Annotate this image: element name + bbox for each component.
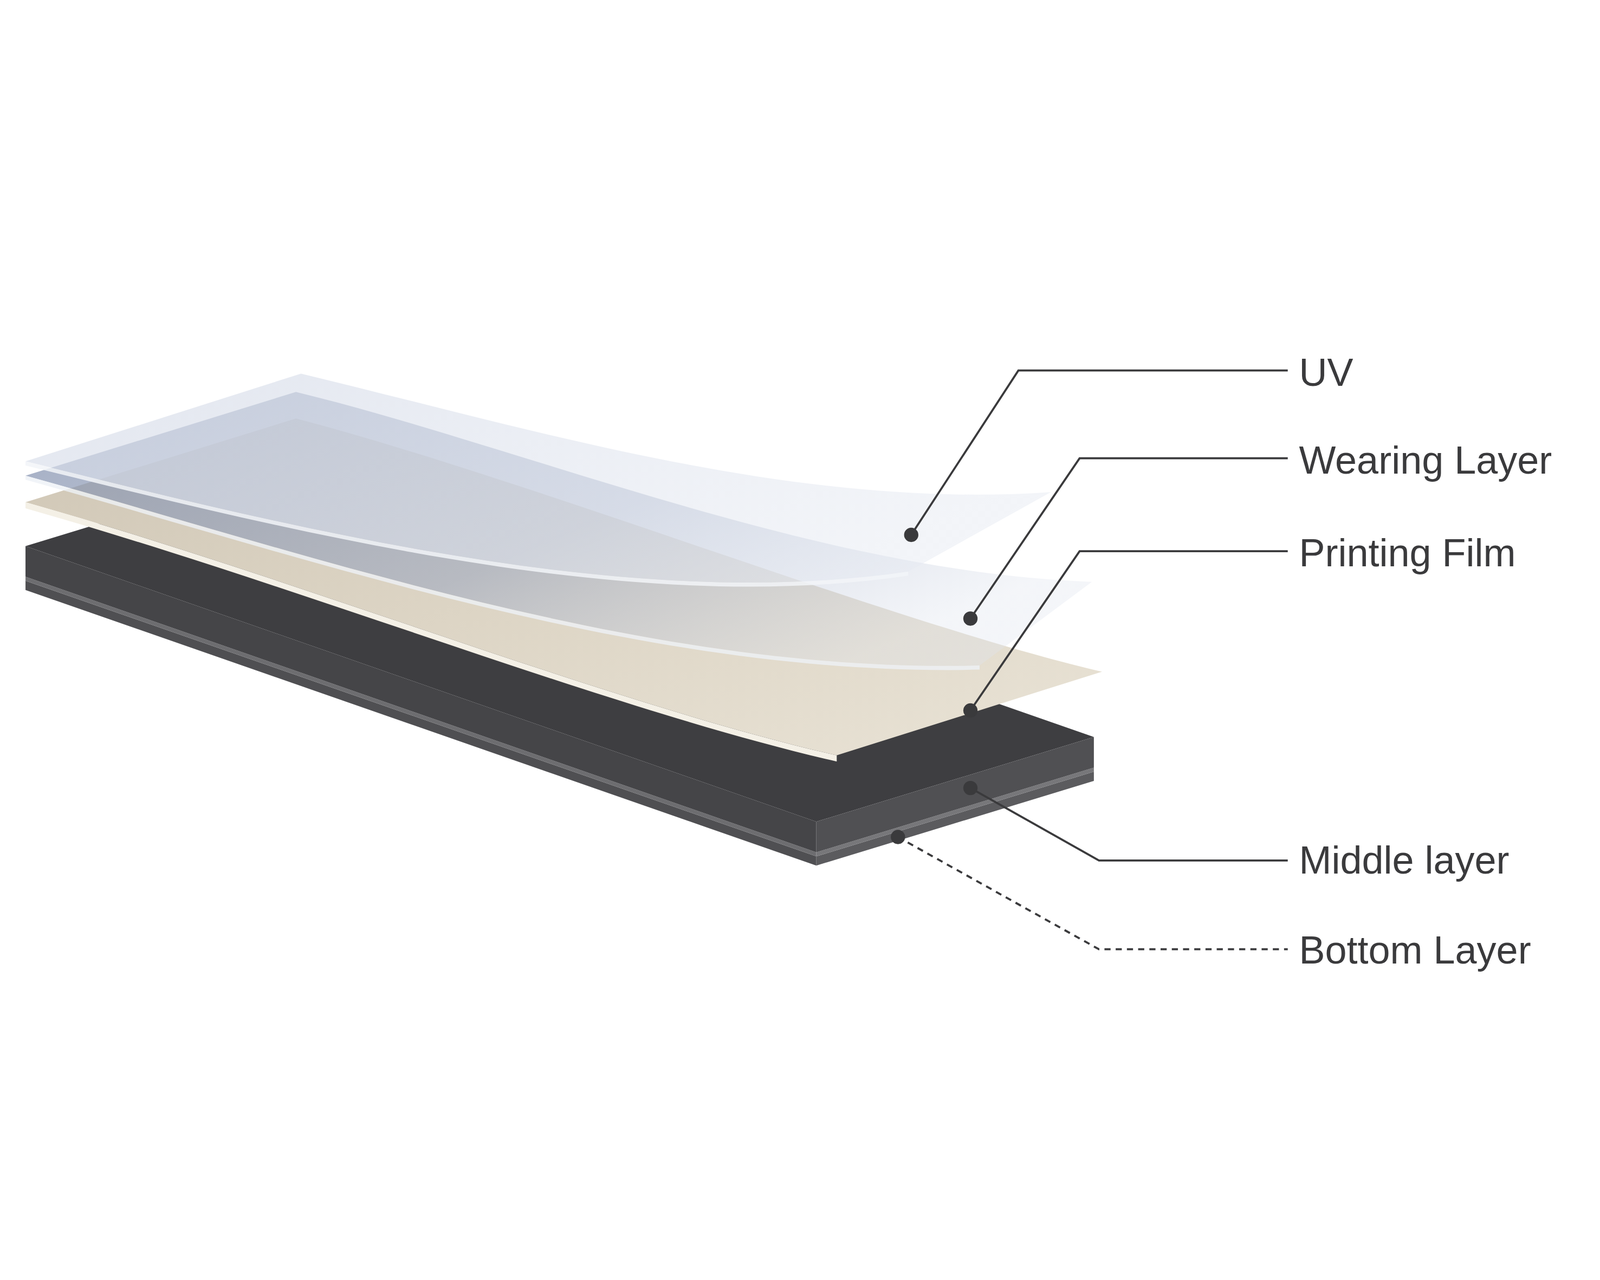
leader-line <box>970 551 1288 711</box>
leader-line <box>970 787 1288 861</box>
part-label: Bottom Layer <box>1298 927 1531 973</box>
leader-dot <box>963 703 978 718</box>
uv-layer-edge <box>25 461 909 587</box>
leader-dot <box>904 527 919 542</box>
leader-dot <box>963 780 978 795</box>
leader-line <box>911 370 1288 535</box>
part-label: Wearing Layer <box>1298 437 1552 483</box>
leader-line <box>970 458 1288 619</box>
leader-dot <box>963 611 978 626</box>
leader-dot <box>890 829 905 844</box>
uv-layer <box>25 373 1052 583</box>
leader-line-dashed <box>897 837 1288 950</box>
part-label: UV <box>1298 350 1353 395</box>
part-label: Printing Film <box>1298 530 1516 576</box>
part-label: Middle layer <box>1298 837 1509 883</box>
